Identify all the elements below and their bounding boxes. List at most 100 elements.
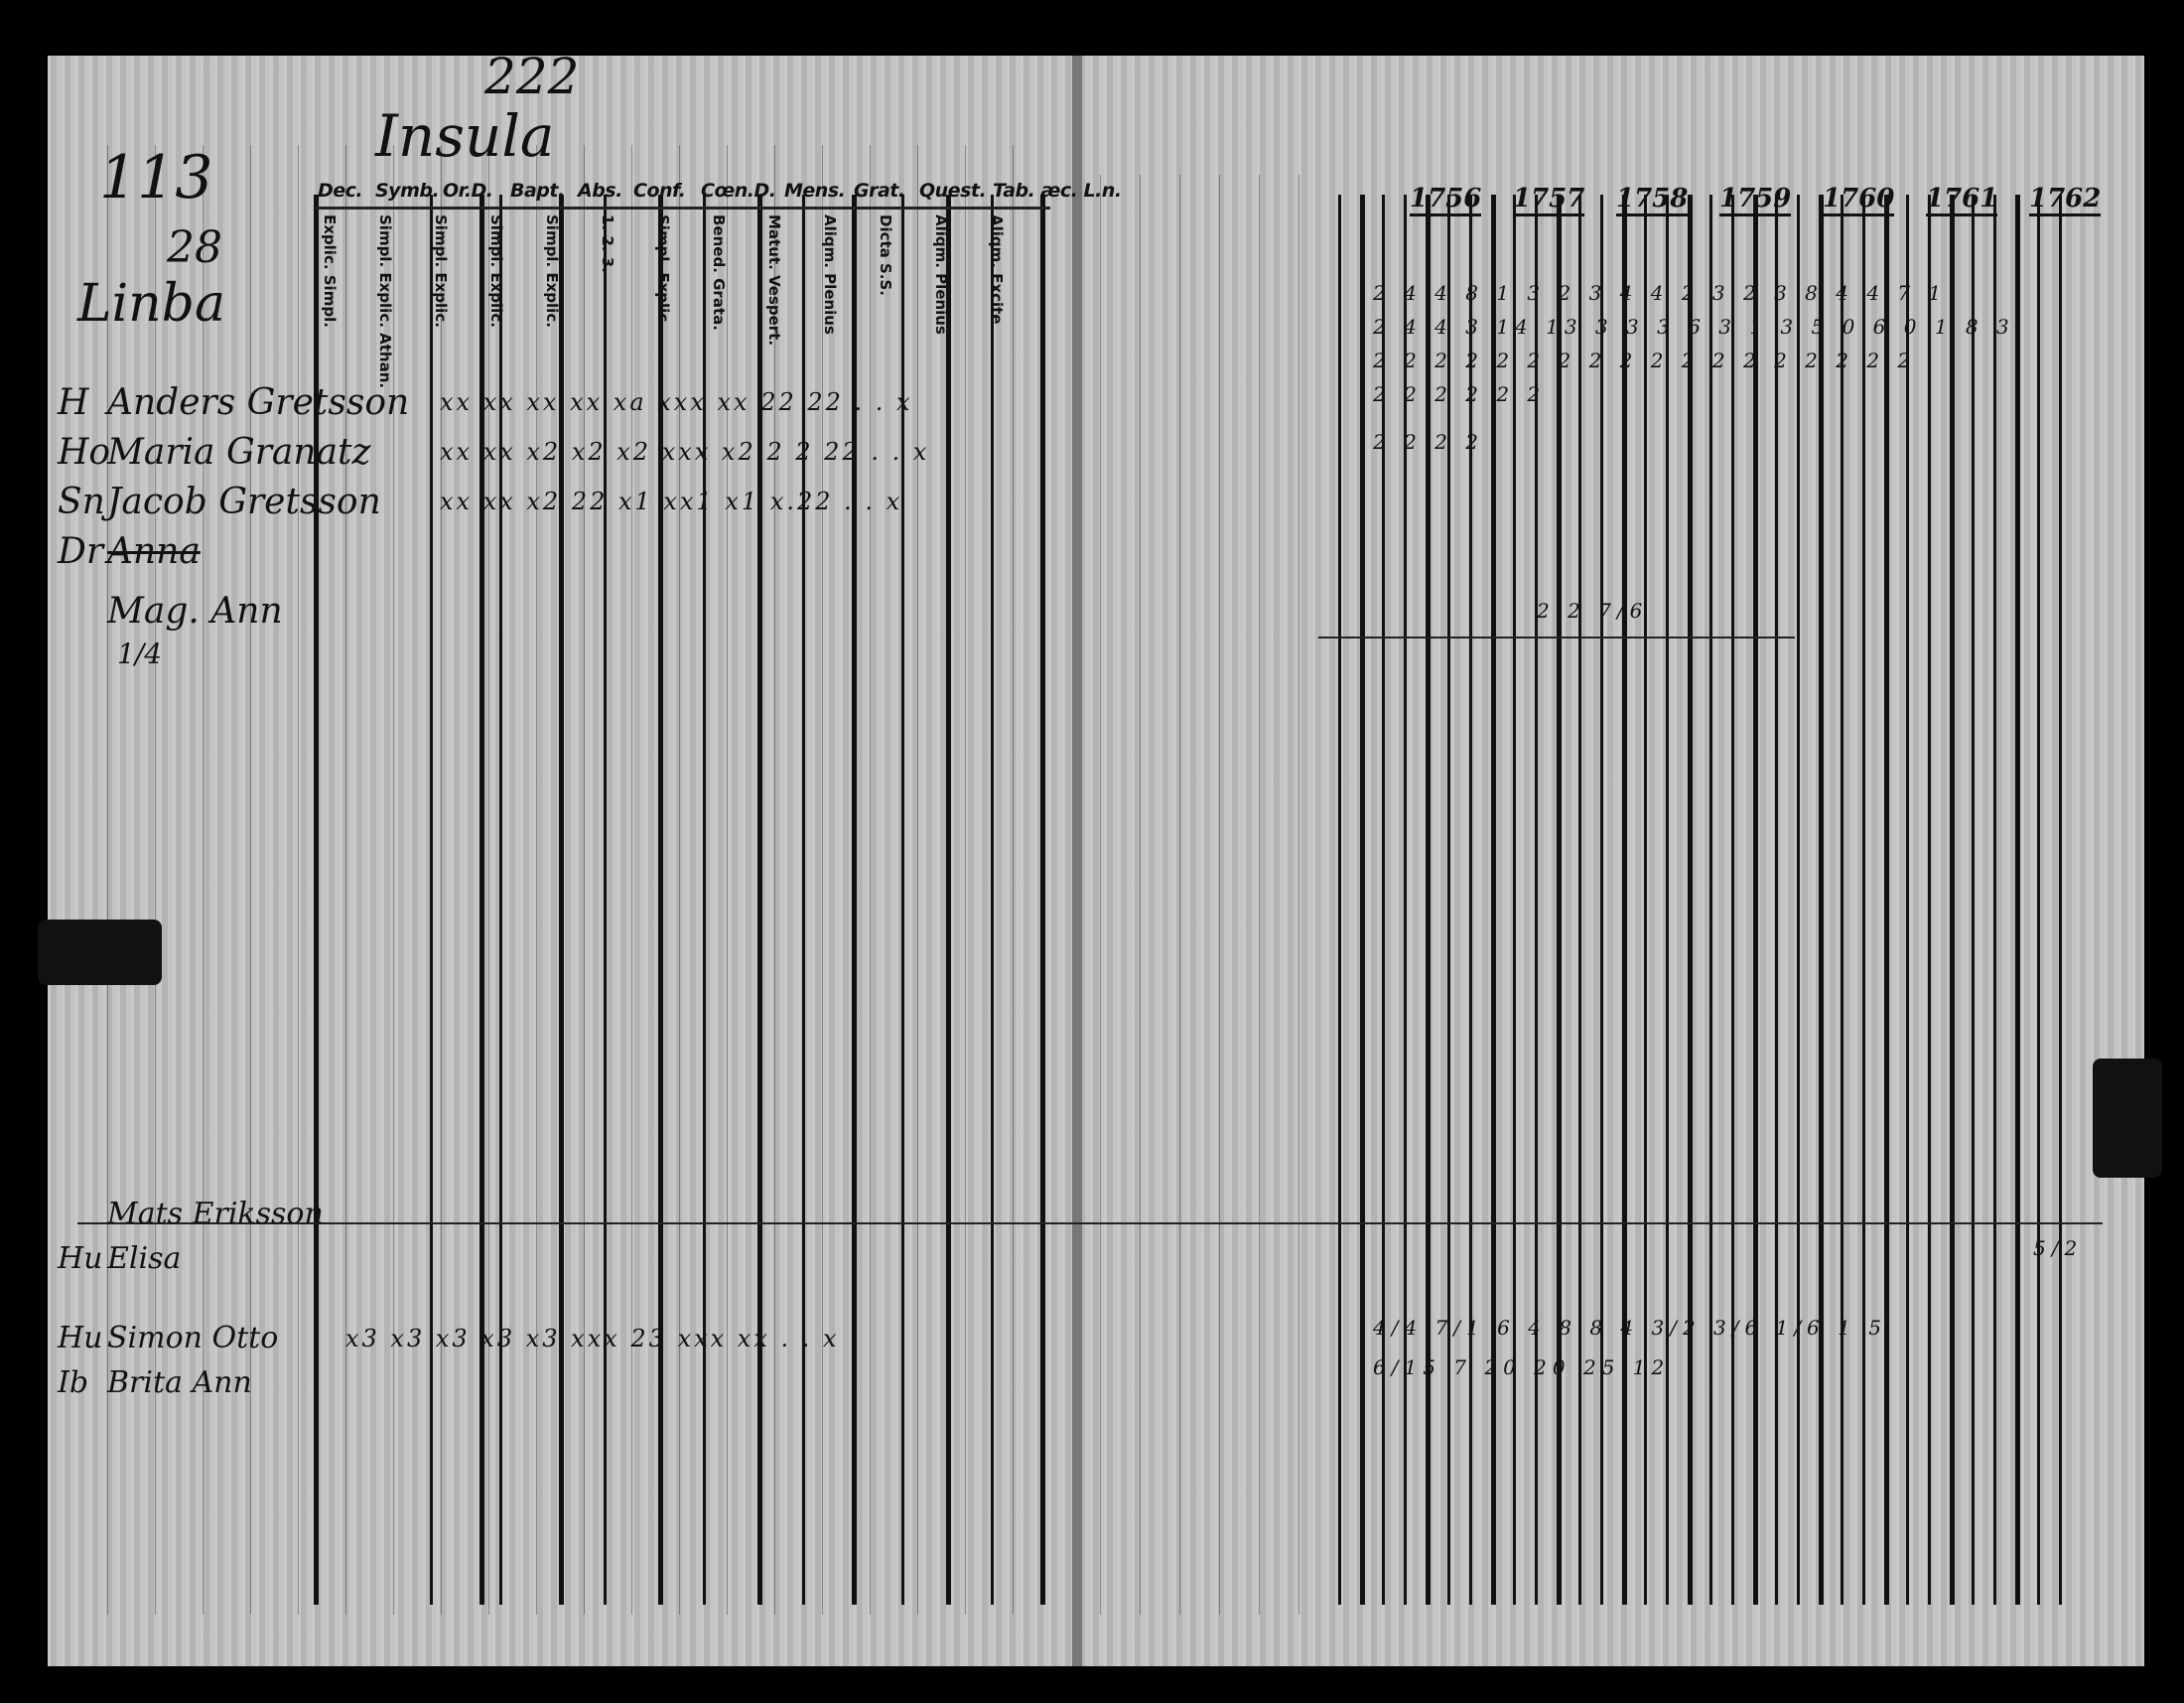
column-header: Dec. bbox=[318, 180, 363, 202]
entry-marks: xx xx xx xx xa xxx xx 22 22 . . x bbox=[440, 388, 913, 416]
column-rule bbox=[2059, 195, 2062, 1605]
faint-rule bbox=[1259, 175, 1260, 1615]
column-rule bbox=[1404, 195, 1407, 1605]
column-rule bbox=[703, 195, 706, 1605]
faint-rule bbox=[679, 145, 680, 1615]
faint-rule bbox=[727, 145, 728, 1615]
faint-rule bbox=[1219, 175, 1220, 1615]
column-rule bbox=[1884, 195, 1889, 1605]
tally-row: 2 2 2 2 2 2 2 2 2 2 2 2 2 2 2 2 2 2 bbox=[1373, 349, 1917, 372]
sub-header: Bened. Grata. bbox=[710, 214, 728, 331]
faint-rule bbox=[345, 145, 346, 1615]
column-rule bbox=[1578, 195, 1581, 1605]
column-rule bbox=[1928, 195, 1931, 1605]
faint-rule bbox=[1179, 175, 1180, 1615]
section-number: 28 bbox=[167, 222, 222, 273]
faint-rule bbox=[393, 145, 394, 1615]
sub-header: Matut. Vespert. bbox=[765, 214, 783, 347]
heading: Insula bbox=[375, 102, 555, 170]
sub-header: Aliqm. Plenius bbox=[821, 214, 839, 335]
entry-note: 1/4 bbox=[117, 638, 163, 670]
column-rule bbox=[1950, 195, 1955, 1605]
column-header: Grat. bbox=[854, 180, 905, 202]
faint-rule bbox=[1140, 175, 1141, 1615]
column-rule bbox=[1666, 195, 1669, 1605]
faint-rule bbox=[774, 145, 775, 1615]
column-rule bbox=[1709, 195, 1712, 1605]
column-rule bbox=[1775, 195, 1778, 1605]
sub-header: Simpl. Explic. bbox=[654, 214, 672, 328]
column-header: Bapt. bbox=[510, 180, 565, 202]
column-rule bbox=[1644, 195, 1647, 1605]
column-rule bbox=[1513, 195, 1516, 1605]
faint-rule bbox=[917, 145, 918, 1615]
entry-marks: x3 x3 x3 x3 x3 xxx 23 xxx xx . . x bbox=[345, 1325, 840, 1352]
year-header: 1758 bbox=[1616, 185, 1689, 216]
header-rule bbox=[316, 207, 1050, 210]
entry-marks: xx xx x2 x2 x2 xxx x2 2 2 22 . . x bbox=[440, 438, 930, 466]
column-rule bbox=[1469, 195, 1472, 1605]
entry-role: Hu bbox=[58, 1321, 103, 1355]
entry-role: Sn bbox=[58, 482, 105, 522]
entry-role: Ho bbox=[58, 432, 111, 473]
entry-name: Mag. Ann bbox=[107, 591, 283, 632]
sub-header: Simpl. Explic. bbox=[543, 214, 561, 328]
entry-name: Brita Ann bbox=[107, 1365, 252, 1400]
entry-role: Dr bbox=[58, 531, 104, 572]
sub-header: Aliqm. Plenius bbox=[932, 214, 950, 335]
entry-name: Anna bbox=[107, 531, 201, 572]
entry-name: Maria Granatz bbox=[107, 432, 371, 473]
column-rule bbox=[1338, 195, 1341, 1605]
column-header: Abs. bbox=[578, 180, 622, 202]
column-rule bbox=[499, 195, 502, 1605]
faint-rule bbox=[822, 145, 823, 1615]
book-spine bbox=[1072, 56, 1082, 1666]
column-rule bbox=[852, 195, 857, 1605]
column-rule bbox=[946, 195, 951, 1605]
faint-rule bbox=[441, 145, 442, 1615]
sub-header: Simpl. Explic. Athan. bbox=[376, 214, 394, 389]
column-rule bbox=[1819, 195, 1824, 1605]
column-rule bbox=[901, 195, 904, 1605]
column-rule bbox=[430, 195, 433, 1605]
tally-row: 2 2 2 2 bbox=[1373, 430, 1484, 454]
page-number: 113 bbox=[99, 143, 213, 213]
sub-header: Simpl. Explic. bbox=[432, 214, 450, 328]
faint-rule bbox=[965, 145, 966, 1615]
document-page: 113 Insula 222 28 Linba Dec.Symb.Or.D.Ba… bbox=[38, 52, 2162, 1666]
tally-row: 2 4 4 3 14 13 3 3 3 6 3 1 3 5 0 6 0 1 8 … bbox=[1373, 315, 2015, 339]
year-header: 1762 bbox=[2029, 185, 2102, 216]
entry-name: Anders Gretsson bbox=[107, 382, 410, 423]
column-header: Conf. bbox=[633, 180, 686, 202]
faint-rule bbox=[298, 145, 299, 1615]
column-header: Symb. bbox=[375, 180, 440, 202]
sub-header: 1. 2. 3. bbox=[599, 214, 616, 273]
tally-row: 6/15 7 20 20 25 12 bbox=[1373, 1355, 1671, 1379]
column-rule bbox=[1491, 195, 1496, 1605]
year-header: 1756 bbox=[1410, 185, 1482, 216]
binding-clip bbox=[38, 920, 162, 985]
entry-marks: xx xx x2 22 x1 xx1 x1 x.22 . . x bbox=[440, 488, 903, 515]
column-header: Quest. bbox=[919, 180, 987, 202]
entry-name: Elisa bbox=[107, 1241, 182, 1276]
tally-row: 2 2 7/6 bbox=[1537, 599, 1649, 623]
faint-rule bbox=[203, 145, 204, 1615]
year-header: 1759 bbox=[1719, 185, 1792, 216]
section-name: Linba bbox=[77, 274, 225, 334]
column-rule bbox=[1753, 195, 1758, 1605]
sub-header: Explic. Simpl. bbox=[321, 214, 339, 328]
column-rule bbox=[1862, 195, 1865, 1605]
entry-name: Jacob Gretsson bbox=[107, 482, 381, 522]
binding-clip bbox=[2093, 1059, 2162, 1178]
entry-role: Ib bbox=[58, 1365, 89, 1400]
column-rule bbox=[1841, 195, 1843, 1605]
faint-rule bbox=[1298, 175, 1299, 1615]
column-rule bbox=[1600, 195, 1603, 1605]
column-rule bbox=[1993, 195, 1996, 1605]
column-rule bbox=[1382, 195, 1385, 1605]
faint-rule bbox=[631, 145, 632, 1615]
cross-rule bbox=[77, 1222, 2103, 1224]
column-rule bbox=[1557, 195, 1562, 1605]
entry-name: Simon Otto bbox=[107, 1321, 279, 1355]
column-rule bbox=[658, 195, 663, 1605]
